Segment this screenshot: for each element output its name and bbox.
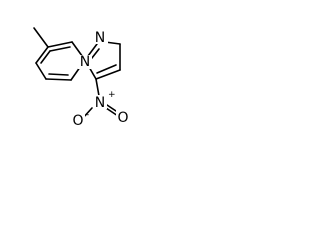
atom-background-top-n — [94, 30, 108, 44]
bond-pyridine-6 — [35, 46, 49, 64]
nitro-nitrogen: N — [95, 95, 105, 111]
bond-pyridine-5 — [35, 62, 47, 80]
bond-pyridine-1 — [47, 41, 73, 48]
nitro-nitrogen-charge: + — [108, 90, 116, 100]
bond-imidazole-4-inner — [96, 64, 117, 74]
bond-pyridine-4 — [45, 78, 72, 81]
bond-pyridine-1-inner — [49, 46, 71, 52]
ring-nitrogen-top: N — [95, 30, 105, 46]
bond-pyridine-4-inner — [48, 73, 69, 76]
atom-background-oxygen-minus — [71, 113, 85, 127]
bond-methyl — [33, 27, 49, 48]
chemical-structure-diagram: N N N + O - O — [33, 27, 130, 129]
nitro-oxygen-minus-charge: - — [86, 110, 89, 120]
bond-pyridine-6-inner — [40, 50, 51, 64]
ring-nitrogen-bridge: N — [80, 54, 90, 70]
atom-background-oxygen-double — [116, 110, 130, 124]
atom-background-bridge-n — [78, 55, 92, 69]
bond-nitro-carbon — [95, 78, 100, 97]
atom-background-nitro-n — [93, 95, 107, 109]
nitro-oxygen-double: O — [117, 110, 128, 126]
atom-label-group: N N N + O - O — [71, 30, 130, 129]
bond-imidazole-4 — [95, 69, 121, 80]
nitro-oxygen-minus: O — [72, 113, 83, 129]
